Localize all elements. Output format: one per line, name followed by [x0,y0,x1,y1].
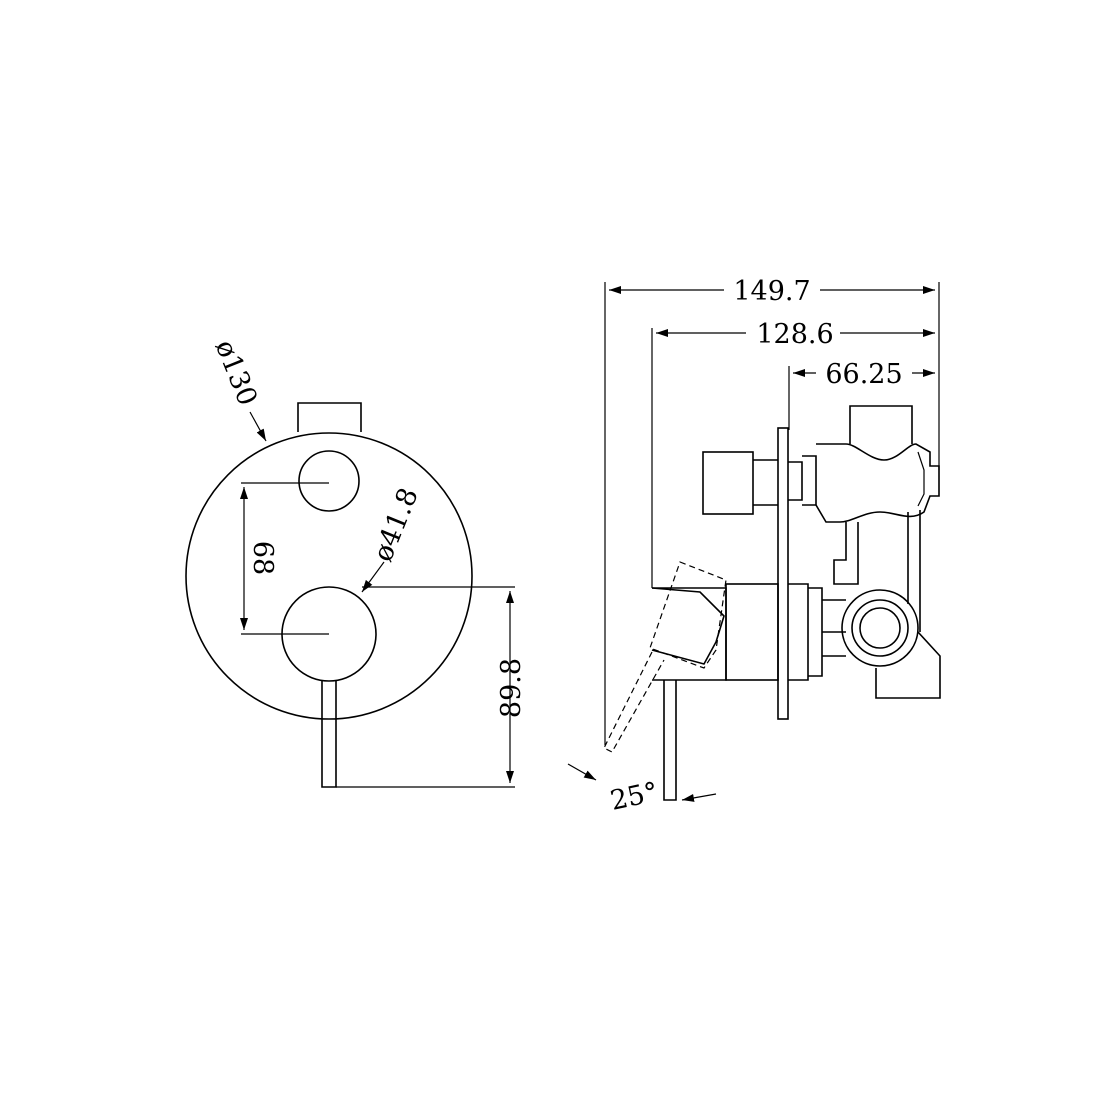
dim-66-25: 66.25 [825,359,902,390]
upper-valve-detail [917,451,925,507]
mounting-plate [777,427,789,720]
dim-68: 68 [247,541,278,575]
outlet-body [875,631,941,699]
dim-angle-25: 25° [608,777,661,817]
dim-89-8: 89.8 [496,658,527,718]
rotated-handle-outline [649,561,727,669]
outlet-port-outer [841,589,919,667]
angle-arrow-right [681,793,717,802]
cover-plate [185,432,473,720]
side-lever [663,680,677,801]
dim-diameter-130: ø130 [209,336,263,410]
cartridge-housing-rear [788,583,823,681]
diverter-nub [297,402,362,432]
side-view: 149.7 128.6 66.25 [567,276,941,817]
leader-41-8 [361,561,385,593]
dim-128-6: 128.6 [756,319,833,350]
upper-valve-body [815,443,940,523]
rotated-lever-outline [603,651,665,753]
angle-arrow-left [567,763,597,781]
diverter-button [298,450,360,512]
diverter-spindle [788,455,817,506]
cartridge-housing [725,583,779,681]
upper-valve-cap [849,405,913,444]
connector-body [833,510,921,632]
dim-diameter-41-8: ø41.8 [367,484,424,566]
outlet-port-inner [859,607,901,649]
leader-130 [249,411,267,442]
diverter-knob [702,451,754,515]
lever [321,681,337,788]
front-view: 68 89.8 ø41.8 ø130 [185,336,527,788]
diverter-stem [753,459,778,506]
dim-149-7: 149.7 [733,276,810,307]
side-handle-cone [651,587,725,665]
side-handle [652,587,727,681]
outlet-port-ring [851,599,909,657]
